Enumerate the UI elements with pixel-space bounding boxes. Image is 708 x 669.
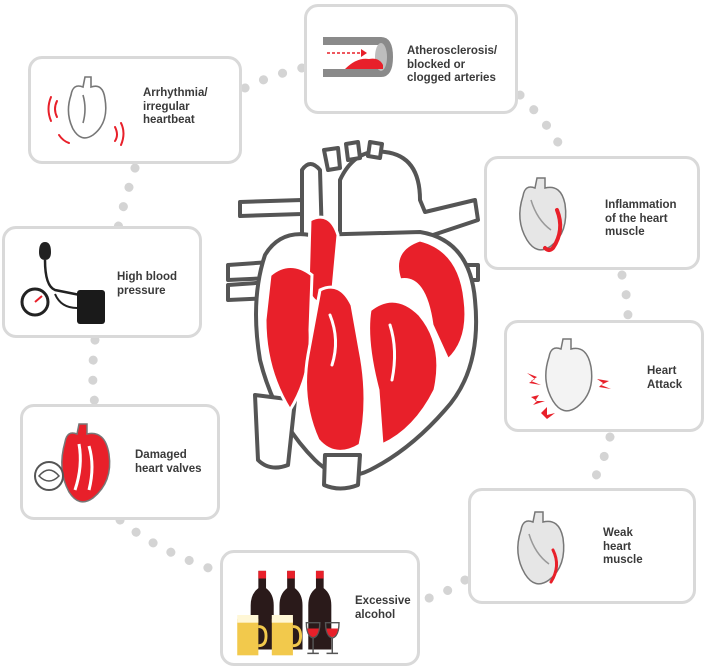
alcohol-bottles-icon (237, 570, 340, 656)
clogged-artery-icon (323, 37, 393, 77)
pulsing-heart-icon (47, 76, 125, 146)
inflamed-heart-icon (519, 177, 567, 252)
anatomical-heart-illustration (226, 140, 480, 491)
damaged-valve-heart-icon (34, 423, 111, 503)
blood-pressure-cuff-icon (20, 242, 105, 324)
weak-heart-icon (517, 511, 565, 585)
heart-attack-icon (527, 338, 611, 419)
